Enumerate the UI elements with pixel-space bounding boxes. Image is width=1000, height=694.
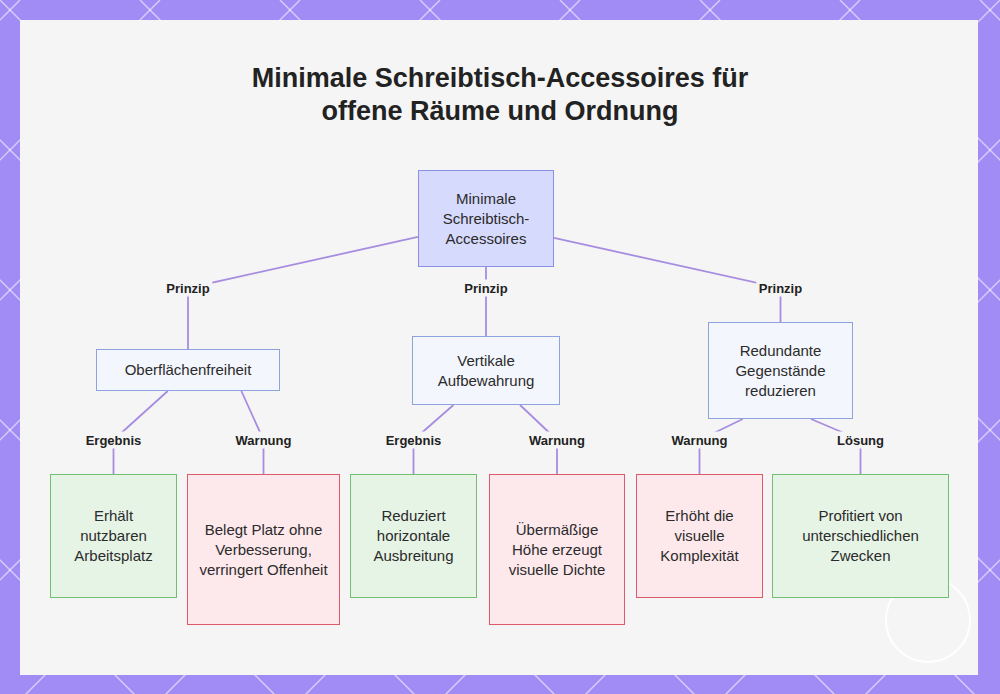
edge-label: Warnung [233, 432, 295, 449]
diagram-title: Minimale Schreibtisch-Accessoires für of… [240, 62, 760, 128]
node-text: Erhöht die visuelle Komplexität [647, 506, 752, 566]
edge-label: Prinzip [163, 280, 212, 297]
node-text: Erhält nutzbaren Arbeitsplatz [61, 506, 166, 566]
result-box: Profitiert von unterschiedlichen Zwecken [772, 474, 949, 598]
warning-box: Übermäßige Höhe erzeugt visuelle Dichte [489, 474, 625, 625]
edge-label: Ergebnis [83, 432, 145, 449]
edge-label: Warnung [669, 432, 731, 449]
edge-label: Prinzip [461, 280, 510, 297]
node-text: Redundante Gegenstände reduzieren [719, 341, 842, 401]
result-box: Reduziert horizontale Ausbreitung [350, 474, 477, 598]
edge-label: Lösung [834, 432, 887, 449]
warning-box: Erhöht die visuelle Komplexität [636, 474, 763, 598]
node-text: Reduziert horizontale Ausbreitung [361, 506, 466, 566]
connector [188, 237, 418, 349]
result-box: Erhält nutzbaren Arbeitsplatz [50, 474, 177, 598]
edge-label: Ergebnis [383, 432, 445, 449]
principle-box: Oberflächenfreiheit [96, 349, 280, 391]
node-text: Oberflächenfreiheit [125, 360, 252, 380]
edge-label: Prinzip [756, 280, 805, 297]
principle-box: Redundante Gegenstände reduzieren [708, 322, 853, 419]
node-text: Profitiert von unterschiedlichen Zwecken [783, 506, 938, 566]
connector [554, 238, 781, 322]
root-box: Minimale Schreibtisch-Accessoires [418, 170, 554, 267]
connector [485, 267, 487, 336]
node-text: Belegt Platz ohne Verbesserung, verringe… [198, 520, 329, 580]
node-text: Übermäßige Höhe erzeugt visuelle Dichte [500, 520, 614, 580]
node-text: Minimale Schreibtisch-Accessoires [429, 189, 543, 249]
edge-label: Warnung [526, 432, 588, 449]
principle-box: Vertikale Aufbewahrung [412, 336, 560, 405]
panel [20, 20, 978, 675]
node-text: Vertikale Aufbewahrung [423, 351, 549, 391]
warning-box: Belegt Platz ohne Verbesserung, verringe… [187, 474, 340, 625]
